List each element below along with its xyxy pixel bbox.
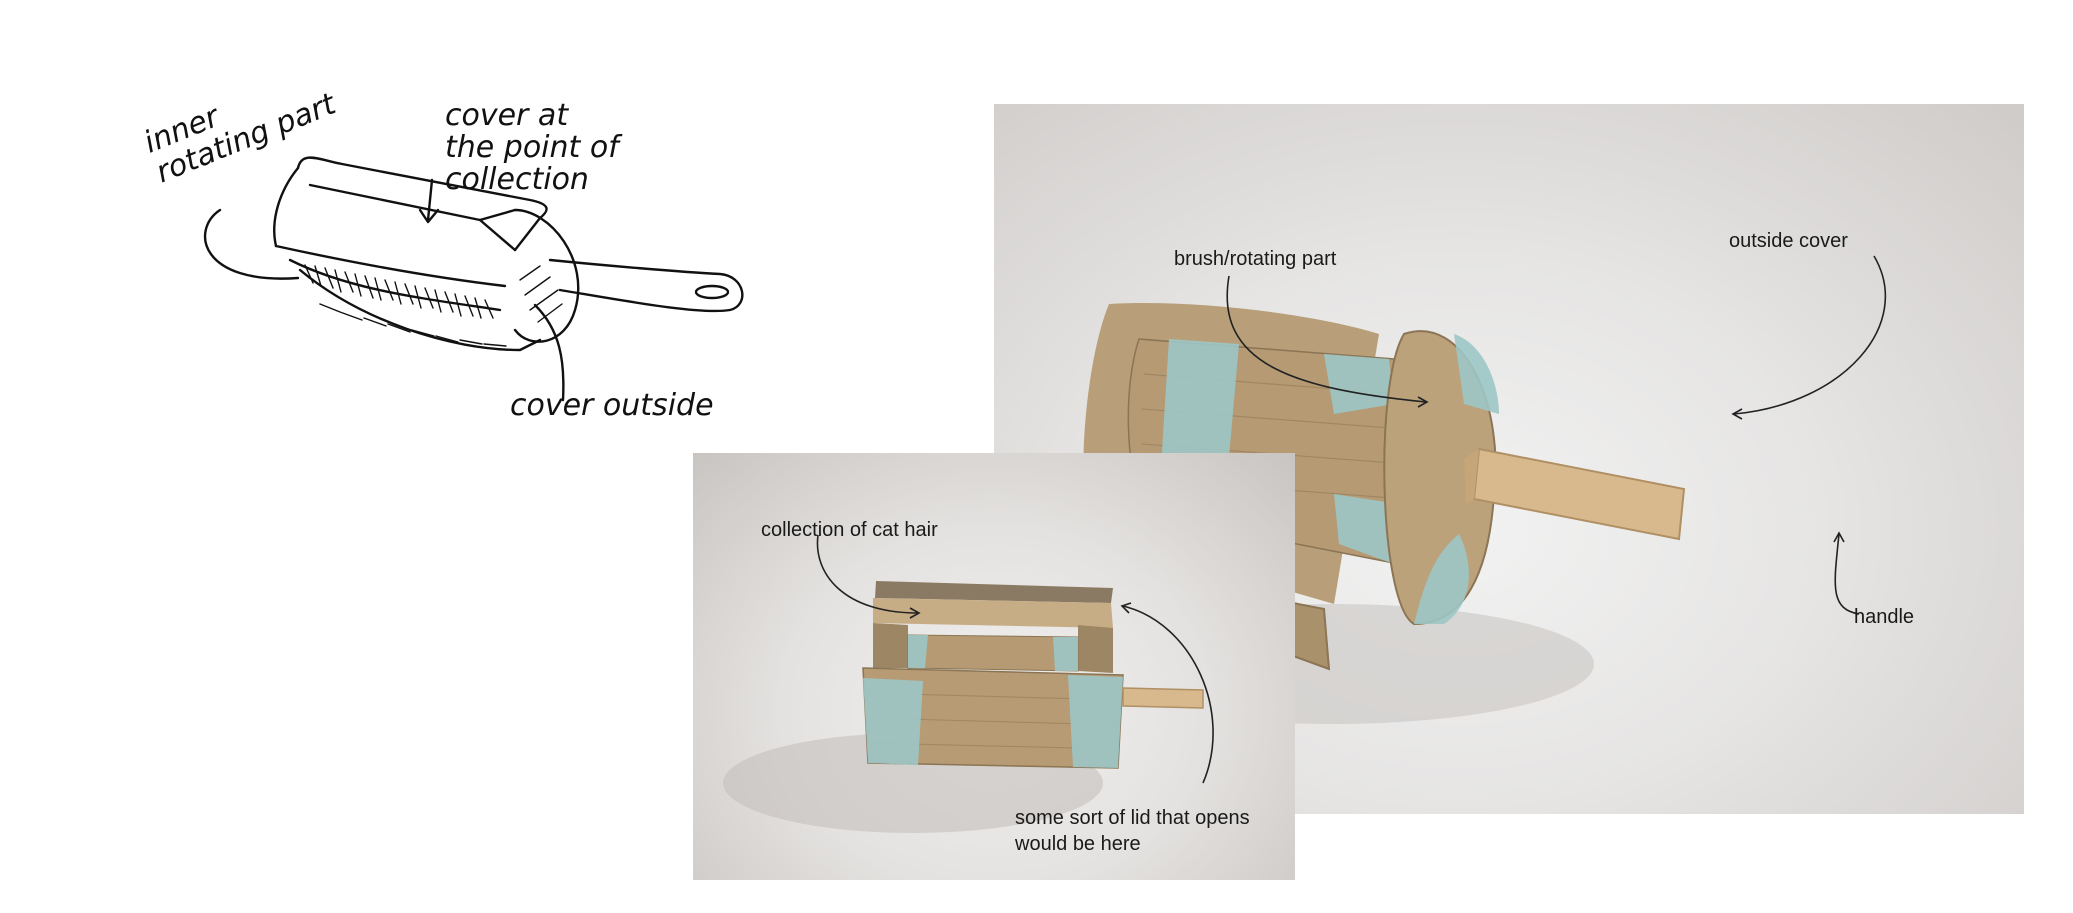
- label-outside-cover: outside cover: [1729, 228, 1848, 254]
- inner-roller: [908, 635, 1078, 671]
- handdrawn-sketch: inner rotating part cover at the point o…: [120, 60, 780, 440]
- wood-handle: [1474, 449, 1684, 539]
- photo-prototype-front: collection of cat hair some sort of lid …: [693, 453, 1295, 880]
- label-collection-cat-hair: collection of cat hair: [761, 517, 938, 543]
- label-handle: handle: [1854, 604, 1914, 630]
- tape-strip: [1068, 675, 1123, 768]
- sketch-bristles: [305, 265, 493, 318]
- tape-strip: [1324, 354, 1394, 414]
- label-brush-rotating-part: brush/rotating part: [1174, 246, 1336, 272]
- label-lid-opens: some sort of lid that opens would be her…: [1015, 805, 1250, 857]
- sketch-label-cover-outside: cover outside: [510, 390, 714, 422]
- tape-strip: [863, 678, 923, 765]
- wood-handle: [1123, 688, 1203, 708]
- sketch-label-cover-collection: cover at the point of collection: [445, 100, 619, 196]
- sketch-end-cap: [515, 210, 578, 342]
